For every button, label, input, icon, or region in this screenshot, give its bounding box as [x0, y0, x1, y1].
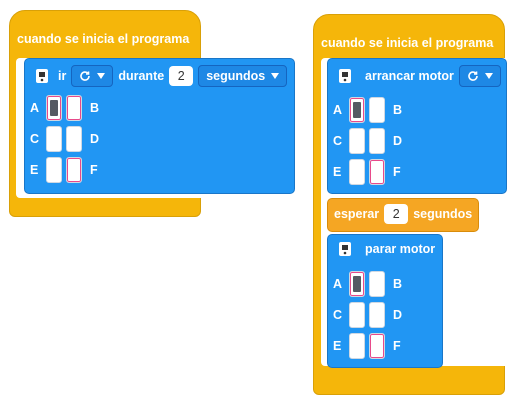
port-label-c: C — [30, 132, 40, 146]
event-label-1: cuando se inicia el programa — [17, 32, 190, 46]
port-a[interactable] — [46, 95, 62, 121]
port-b[interactable] — [369, 97, 385, 123]
port-e[interactable] — [349, 333, 365, 359]
port-c[interactable] — [349, 128, 365, 154]
direction-dropdown[interactable] — [71, 65, 114, 87]
port-f[interactable] — [66, 157, 82, 183]
wait-unit-label: segundos — [413, 207, 473, 221]
port-b[interactable] — [66, 95, 82, 121]
port-a[interactable] — [349, 271, 365, 297]
port-label-e: E — [333, 165, 342, 179]
direction-dropdown[interactable] — [458, 65, 501, 87]
port-label-d: D — [90, 132, 100, 146]
port-e[interactable] — [46, 157, 62, 183]
motor-icon — [35, 68, 49, 84]
port-label-b: B — [393, 103, 403, 117]
port-c[interactable] — [349, 302, 365, 328]
port-selector: A B C D E F — [30, 95, 104, 188]
wait-duration-input[interactable]: 2 — [384, 204, 409, 224]
port-label-c: C — [333, 134, 343, 148]
duration-label: durante — [118, 69, 165, 83]
port-d[interactable] — [369, 302, 385, 328]
action-label: ir — [58, 69, 67, 83]
rotate-icon — [468, 71, 478, 81]
port-d[interactable] — [369, 128, 385, 154]
port-label-f: F — [90, 163, 98, 177]
port-label-b: B — [393, 277, 403, 291]
port-label-d: D — [393, 134, 403, 148]
port-f[interactable] — [369, 159, 385, 185]
port-f[interactable] — [369, 333, 385, 359]
port-c[interactable] — [46, 126, 62, 152]
chevron-down-icon — [484, 73, 493, 79]
rotate-icon — [80, 71, 91, 81]
port-b[interactable] — [369, 271, 385, 297]
duration-input[interactable]: 2 — [169, 66, 194, 86]
motor-stop-block[interactable]: parar motor A B C D E F — [327, 234, 443, 368]
port-label-a: A — [333, 103, 343, 117]
port-label-f: F — [393, 339, 401, 353]
unit-label: segundos — [206, 69, 266, 83]
start-motor-label: arrancar motor — [365, 69, 454, 83]
wait-block[interactable]: esperar 2 segundos — [327, 198, 479, 232]
event-label-2: cuando se inicia el programa — [321, 36, 494, 50]
unit-dropdown[interactable]: segundos — [198, 65, 288, 87]
port-label-a: A — [30, 101, 40, 115]
motor-icon — [338, 68, 352, 84]
port-d[interactable] — [66, 126, 82, 152]
port-label-d: D — [393, 308, 403, 322]
port-a[interactable] — [349, 97, 365, 123]
stop-motor-label: parar motor — [365, 242, 436, 256]
port-selector: A B C D E F — [333, 97, 407, 190]
port-label-f: F — [393, 165, 401, 179]
port-label-b: B — [90, 101, 100, 115]
motor-icon — [338, 241, 352, 257]
port-label-e: E — [30, 163, 39, 177]
motor-run-for-block[interactable]: ir durante 2 segundos A B C D E F — [24, 58, 295, 194]
port-label-c: C — [333, 308, 343, 322]
port-selector: A B C D E F — [333, 271, 407, 364]
port-label-e: E — [333, 339, 342, 353]
chevron-down-icon — [97, 73, 106, 79]
wait-label: esperar — [334, 207, 380, 221]
chevron-down-icon — [271, 73, 280, 79]
motor-start-block[interactable]: arrancar motor A B C D E F — [327, 58, 507, 194]
port-e[interactable] — [349, 159, 365, 185]
port-label-a: A — [333, 277, 343, 291]
